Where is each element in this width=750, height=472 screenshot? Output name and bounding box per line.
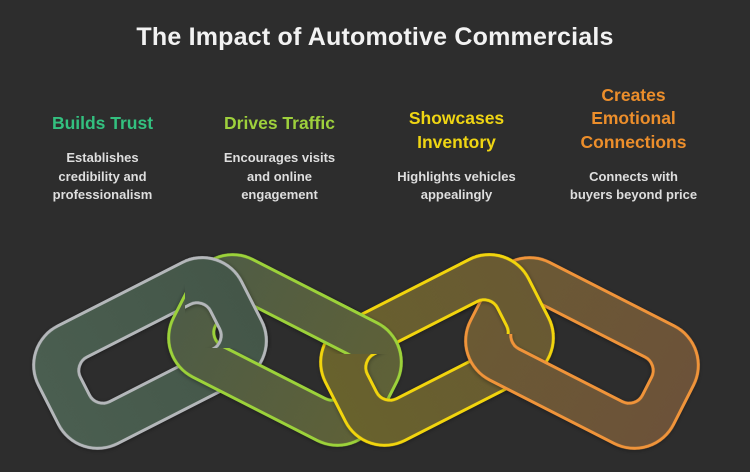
column-heading-drives-traffic: Drives Traffic (224, 113, 335, 133)
column-emotional-connections: Creates Emotional Connections Connects w… (549, 84, 718, 205)
impact-columns: Builds Trust Establishes credibility and… (18, 83, 718, 205)
column-description-showcases-inventory: Highlights vehicles appealingly (397, 168, 516, 203)
column-heading-showcases-inventory: Showcases Inventory (408, 108, 505, 152)
column-heading-emotional-connections: Creates Emotional Connections (580, 85, 687, 152)
column-description-emotional-connections: Connects with buyers beyond price (569, 168, 698, 203)
column-description-drives-traffic: Encourages visits and online engagement (223, 150, 336, 203)
page-title: The Impact of Automotive Commercials (136, 23, 614, 51)
column-description-builds-trust: Establishes credibility and professional… (52, 150, 153, 203)
chain-links-graphic (16, 237, 716, 466)
column-heading-builds-trust: Builds Trust (51, 113, 154, 133)
column-drives-traffic: Drives Traffic Encourages visits and onl… (195, 112, 364, 205)
column-builds-trust: Builds Trust Establishes credibility and… (18, 112, 187, 205)
column-showcases-inventory: Showcases Inventory Highlights vehicles … (372, 107, 541, 205)
